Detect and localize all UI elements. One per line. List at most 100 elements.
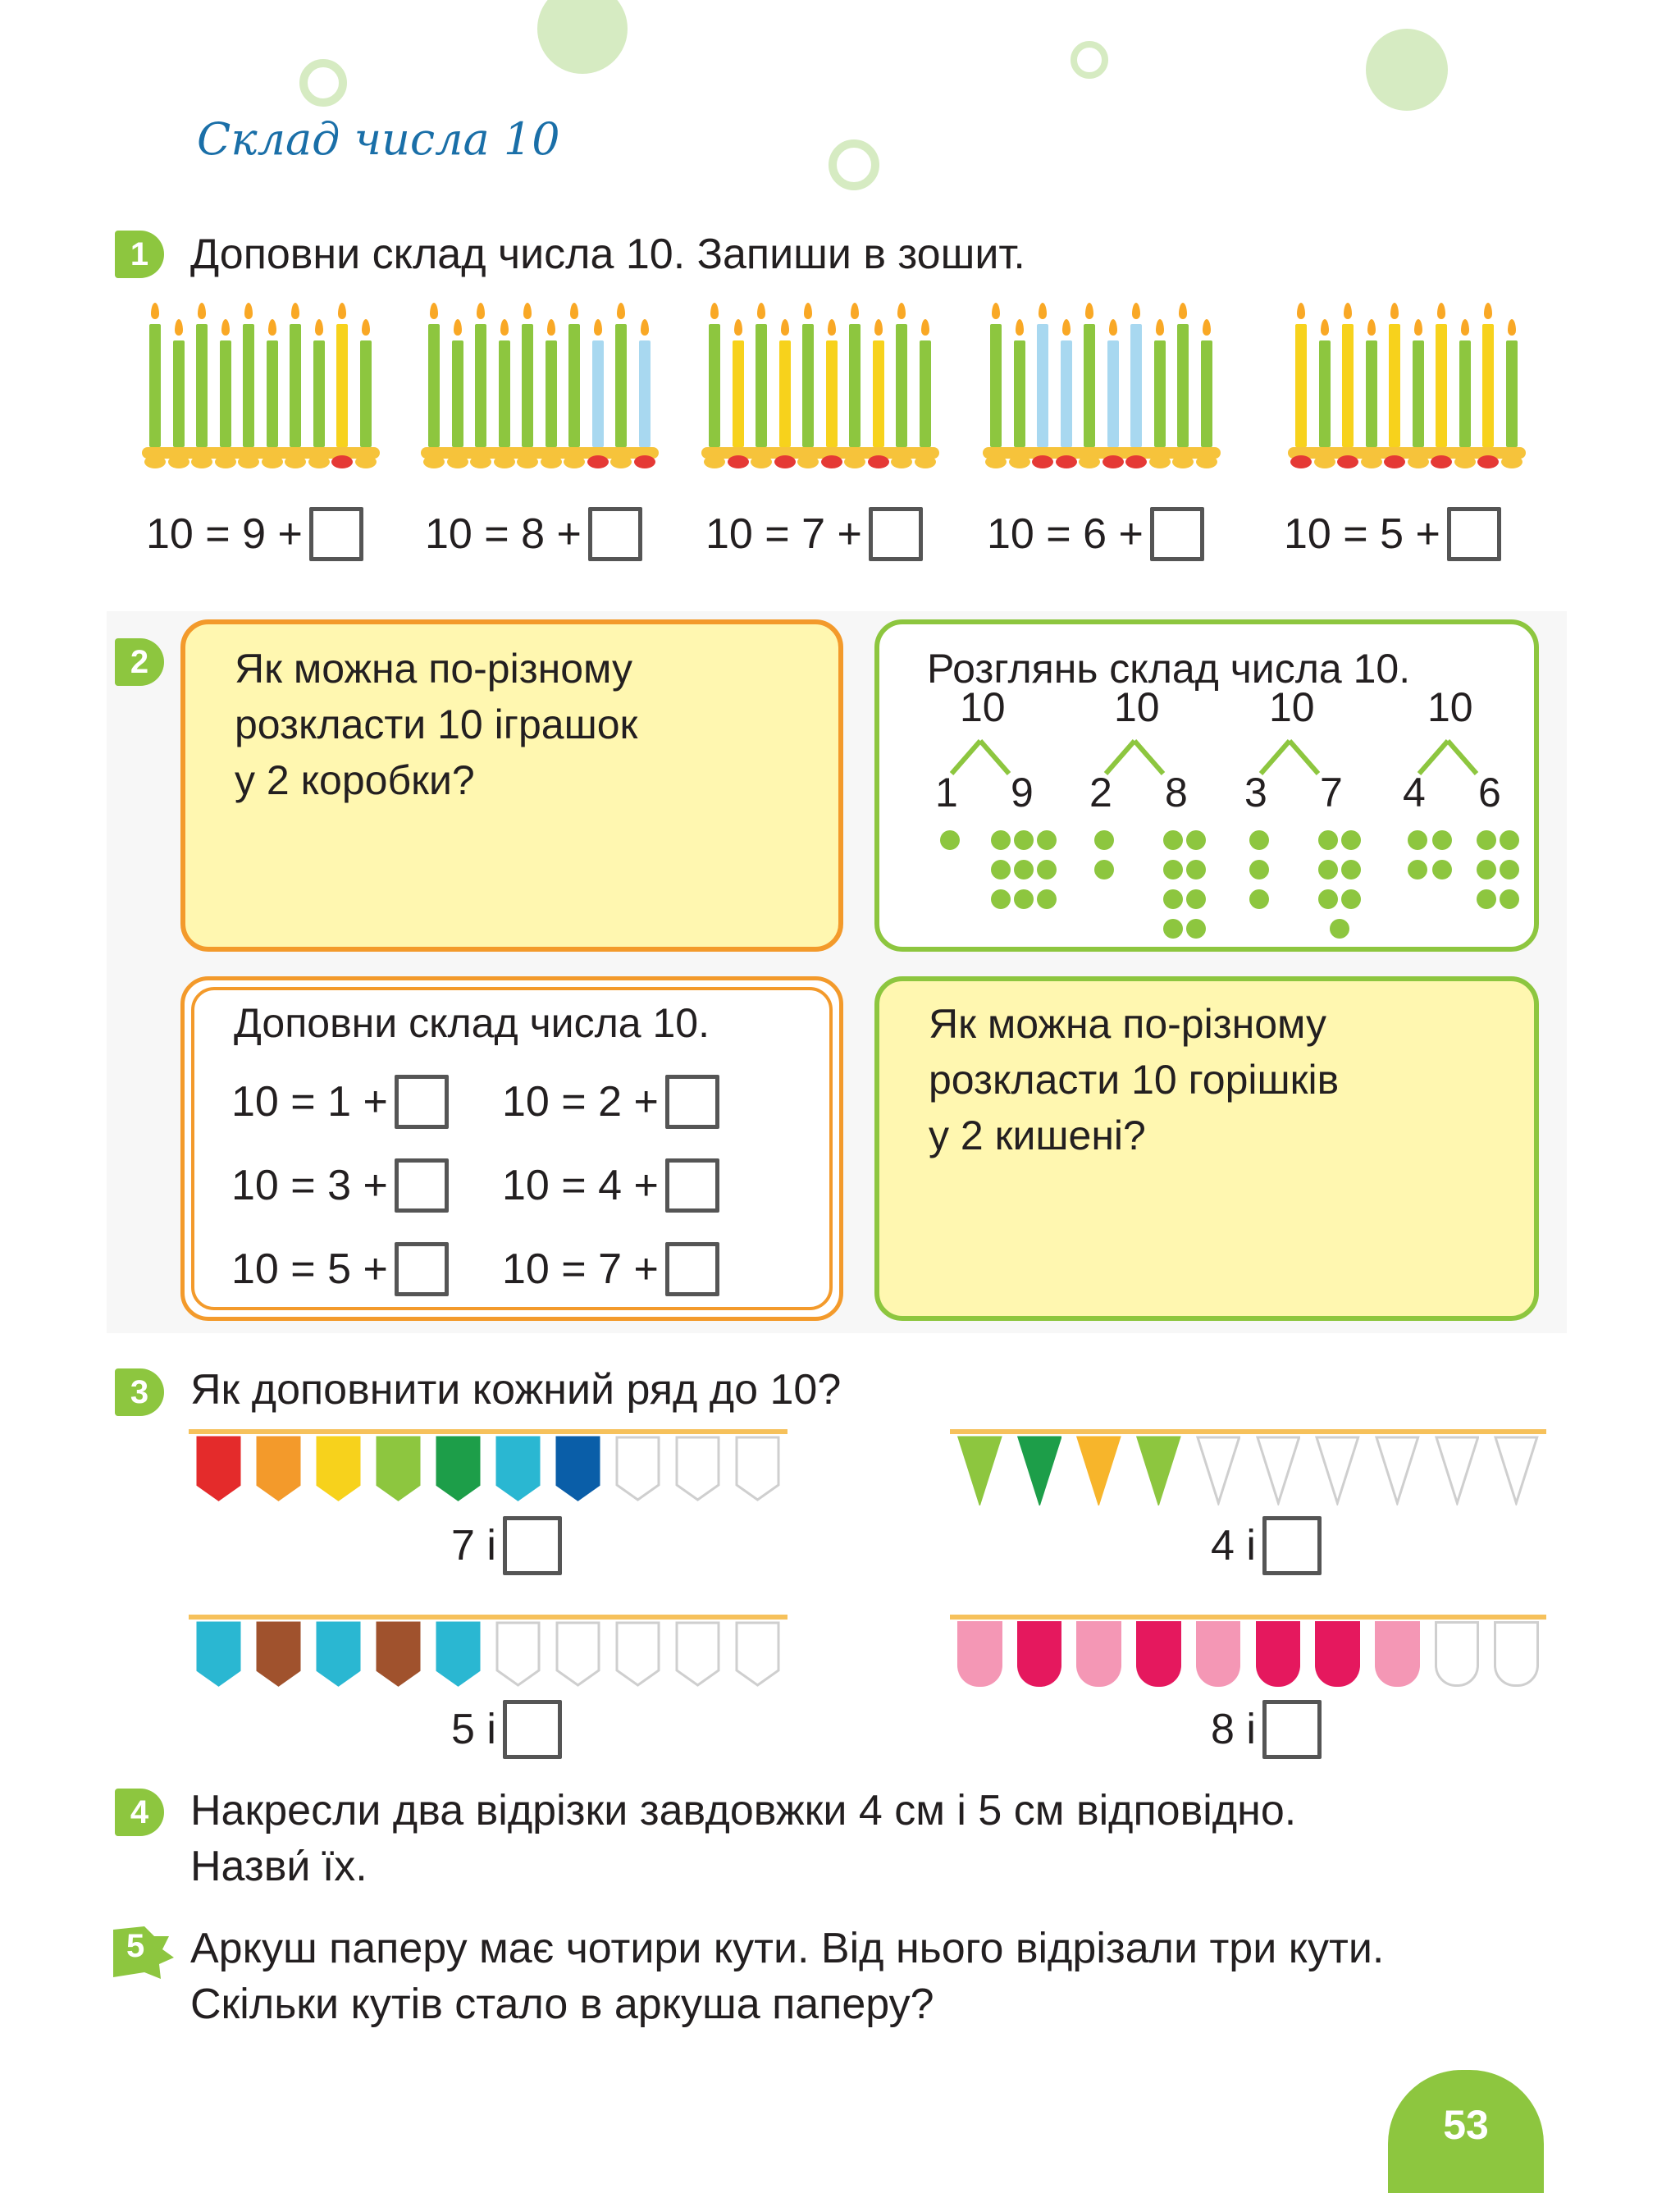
answer-box[interactable]	[868, 507, 923, 561]
count-dot	[1163, 860, 1183, 879]
candle-holder	[1102, 455, 1124, 468]
candle-icon	[990, 324, 1002, 447]
candle-icon	[243, 324, 254, 447]
task1-equation: 10 = 8 +	[425, 507, 642, 561]
tree-left-number: 3	[1244, 770, 1267, 816]
count-dot	[1341, 889, 1361, 909]
answer-box[interactable]	[308, 507, 363, 561]
flame-icon	[1413, 319, 1422, 336]
task5-line: Аркуш паперу має чотири кути. Від нього …	[190, 1925, 1385, 1972]
flame-icon	[1344, 303, 1352, 319]
card-nuts-line: розкласти 10 горішків	[929, 1057, 1340, 1103]
candle-icon	[1295, 324, 1307, 447]
candle-holder	[1407, 455, 1429, 468]
candle-holder	[610, 455, 632, 468]
count-dot	[1432, 860, 1452, 879]
candle-holder	[1500, 455, 1522, 468]
filled-flag	[196, 1621, 241, 1691]
candle-icon	[919, 340, 931, 447]
candle-icon	[1060, 340, 1072, 447]
candle-icon	[1084, 324, 1095, 447]
candle-holder	[891, 455, 912, 468]
task3-text: Як доповнити кожний ряд до 10?	[190, 1366, 842, 1414]
flame-icon	[804, 303, 812, 319]
empty-flag	[615, 1436, 660, 1505]
count-dot	[991, 860, 1011, 879]
tree-top-number: 10	[1114, 684, 1160, 730]
card-nuts-line: Як можна по-різному	[929, 1001, 1326, 1047]
card-toys-line: розкласти 10 іграшок	[235, 701, 638, 747]
count-dot	[1341, 830, 1361, 850]
candle-icon	[359, 340, 372, 447]
candle-holder	[1313, 455, 1335, 468]
answer-box[interactable]	[502, 1700, 562, 1759]
filled-flag	[376, 1436, 421, 1505]
count-dot	[1500, 889, 1519, 909]
answer-box[interactable]	[664, 1075, 719, 1129]
flame-icon	[733, 319, 742, 336]
card-toys: Як можна по-різному розкласти 10 іграшок…	[180, 619, 843, 952]
empty-flag	[675, 1436, 720, 1505]
flame-icon	[1484, 303, 1492, 319]
answer-box[interactable]	[1262, 1700, 1322, 1759]
flame-icon	[570, 303, 578, 319]
flame-icon	[992, 303, 1000, 319]
answer-box[interactable]	[664, 1242, 719, 1296]
filled-flag	[316, 1621, 361, 1691]
task1-equation: 10 = 7 +	[705, 507, 923, 561]
flame-icon	[874, 319, 883, 336]
candle-holder	[820, 455, 842, 468]
answer-box[interactable]	[587, 507, 642, 561]
answer-box[interactable]	[1149, 507, 1204, 561]
task-number-badge: 4	[115, 1789, 164, 1836]
candle-holder	[191, 455, 212, 468]
card-compose-title: Розглянь склад числа 10.	[927, 646, 1411, 692]
equation-text: 10 = 5 +	[231, 1245, 388, 1293]
tree-right-number: 7	[1320, 770, 1343, 816]
answer-box[interactable]	[1446, 507, 1501, 561]
candle-icon	[196, 324, 208, 447]
candle-holder	[167, 455, 189, 468]
candle-icon	[1130, 324, 1142, 447]
empty-flag	[1434, 1621, 1480, 1687]
flame-icon	[151, 303, 159, 319]
answer-box[interactable]	[394, 1075, 449, 1129]
answer-box[interactable]	[394, 1158, 449, 1213]
task4-line: Назви́ їх.	[190, 1843, 368, 1890]
tree-top-number: 10	[960, 684, 1006, 730]
count-dot	[1037, 889, 1057, 909]
candle-icon	[1200, 340, 1212, 447]
card-fill: Доповни склад числа 10.	[180, 976, 843, 1321]
flame-icon	[780, 319, 789, 336]
card-nuts-line: у 2 кишені?	[929, 1112, 1146, 1158]
candle-icon	[451, 340, 463, 447]
count-dot	[1249, 860, 1269, 879]
count-dot	[1186, 830, 1206, 850]
candle-holder	[564, 455, 585, 468]
tree-right-number: 8	[1165, 770, 1188, 816]
candle-holder	[844, 455, 865, 468]
filled-flag	[1136, 1436, 1181, 1510]
count-dot	[1094, 830, 1114, 850]
flame-icon	[1390, 303, 1399, 319]
flame-icon	[198, 303, 206, 319]
candle-icon	[709, 324, 720, 447]
count-dot	[1477, 889, 1496, 909]
task1-equation: 10 = 6 +	[987, 507, 1204, 561]
answer-box[interactable]	[664, 1158, 719, 1213]
tree-top-number: 10	[1269, 684, 1315, 730]
candle-icon	[849, 324, 861, 447]
task-number: 5	[126, 1928, 145, 1964]
answer-box[interactable]	[502, 1516, 562, 1575]
empty-flag	[1374, 1436, 1420, 1510]
tree-branches	[1258, 739, 1321, 775]
flame-icon	[897, 303, 906, 319]
answer-box[interactable]	[394, 1242, 449, 1296]
count-dot	[1249, 830, 1269, 850]
candle-icon	[1389, 324, 1400, 447]
decor-ring	[299, 59, 347, 107]
candle-holder	[985, 455, 1007, 468]
decor-circle	[537, 0, 628, 74]
answer-box[interactable]	[1262, 1516, 1322, 1575]
page-title: Склад числа 10	[197, 113, 560, 165]
